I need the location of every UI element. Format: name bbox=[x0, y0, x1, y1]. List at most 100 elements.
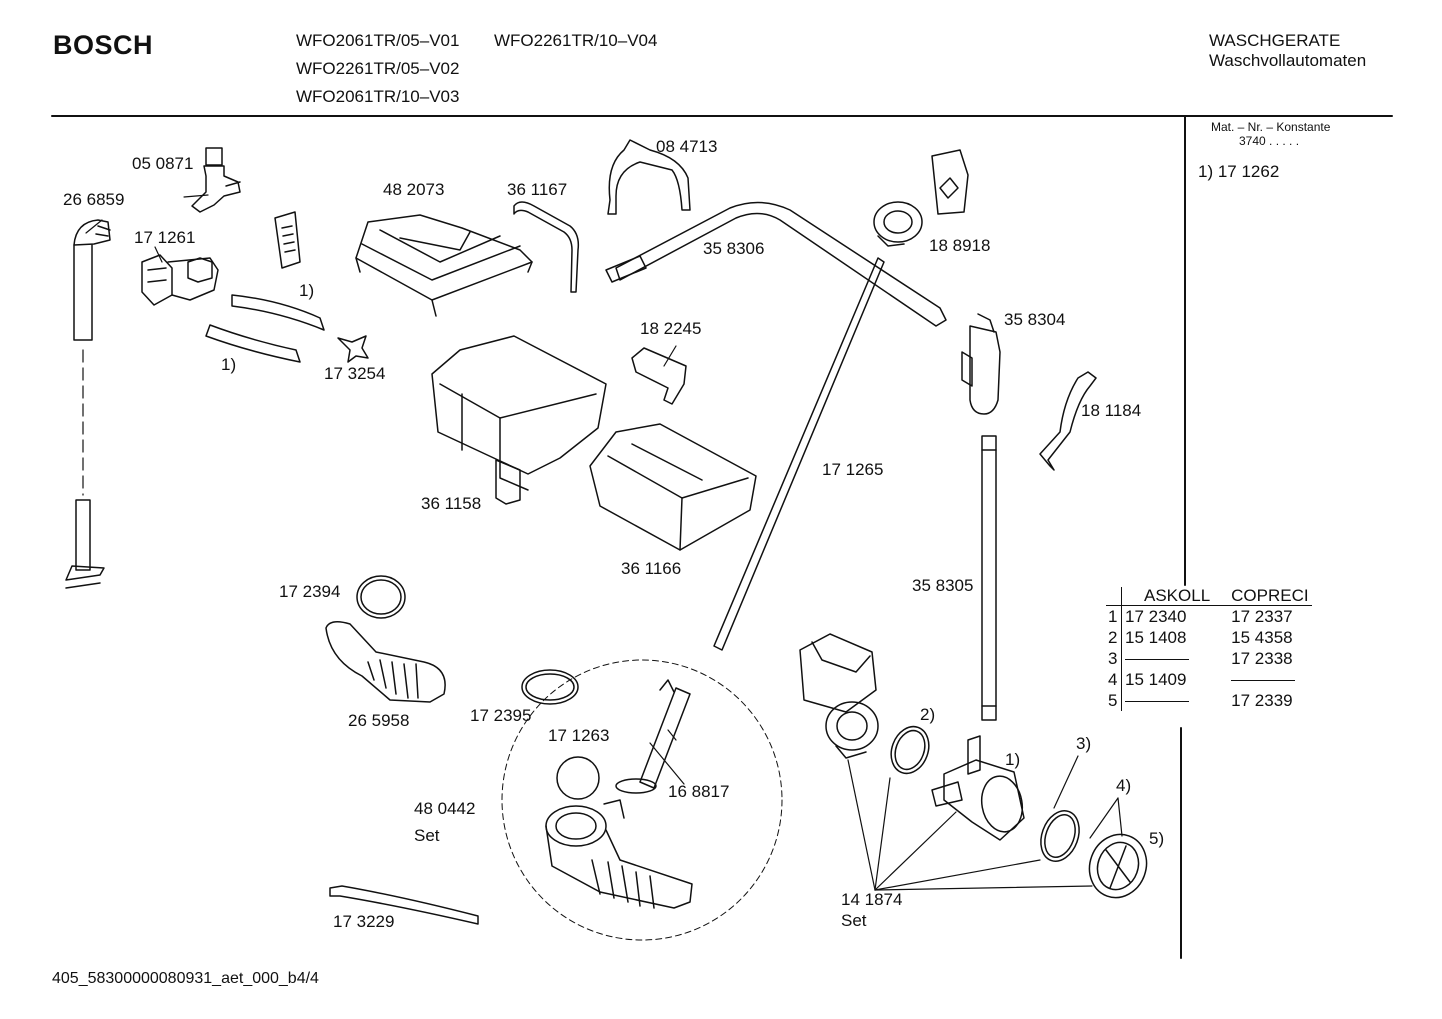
label-note-5: 5) bbox=[1149, 829, 1165, 848]
ring-172395 bbox=[521, 669, 579, 705]
label-361158: 36 1158 bbox=[421, 494, 482, 513]
table-row: 2 15 1408 15 4358 bbox=[1106, 627, 1312, 648]
lint-filter-part bbox=[1088, 833, 1148, 899]
table-header-index bbox=[1106, 587, 1122, 606]
table-cell-copreci: 17 2337 bbox=[1231, 607, 1293, 626]
table-cell-askoll-empty bbox=[1122, 648, 1214, 669]
label-361166: 36 1166 bbox=[621, 559, 682, 578]
gasket-2 bbox=[890, 725, 930, 775]
pressure-switch-part bbox=[873, 149, 969, 247]
label-182245: 18 2245 bbox=[640, 319, 702, 338]
soap-hose-part bbox=[513, 201, 580, 293]
dispenser-lid-part bbox=[355, 214, 533, 317]
label-358306: 35 8306 bbox=[703, 239, 765, 258]
label-050871: 05 0871 bbox=[132, 154, 194, 173]
label-480442: 48 0442 bbox=[414, 799, 476, 818]
set-boundary-480442 bbox=[501, 659, 783, 941]
label-266859: 26 6859 bbox=[63, 190, 125, 209]
sump-part bbox=[545, 799, 693, 909]
table-header-row: ASKOLL COPRECI bbox=[1106, 587, 1312, 606]
long-tube-part bbox=[713, 257, 885, 651]
inlet-hose-1 bbox=[231, 294, 325, 331]
drain-pump-part bbox=[799, 633, 879, 759]
category-subtitle: Waschvollautomaten bbox=[1209, 51, 1367, 70]
table-cell-copreci-empty bbox=[1213, 669, 1311, 690]
label-note-4: 4) bbox=[1116, 776, 1132, 795]
document-code: 405_58300000080931_aet_000_b4/4 bbox=[52, 970, 319, 987]
hose-173229 bbox=[329, 885, 479, 925]
table-cell-askoll: 15 1409 bbox=[1125, 670, 1187, 689]
model-number-4: WFO2061TR/10–V03 bbox=[296, 87, 460, 106]
dispenser-housing-part bbox=[431, 335, 607, 505]
label-171261: 17 1261 bbox=[134, 228, 196, 247]
brand-logo: BOSCH bbox=[53, 30, 154, 60]
clamp-part bbox=[615, 778, 657, 794]
table-header-askoll: ASKOLL bbox=[1121, 587, 1214, 606]
label-171265: 17 1265 bbox=[822, 460, 884, 479]
table-row-index: 1 bbox=[1106, 605, 1122, 627]
table-cell-copreci: 17 2338 bbox=[1231, 649, 1293, 668]
y-connector-part bbox=[191, 147, 241, 213]
sidebar-note: 1) 17 1262 bbox=[1198, 162, 1280, 181]
ball-valve-part bbox=[556, 756, 600, 800]
table-cell-askoll: 17 2340 bbox=[1125, 607, 1187, 626]
model-number-3: WFO2261TR/05–V02 bbox=[296, 59, 460, 78]
inlet-hose-2 bbox=[205, 324, 301, 363]
pressure-hose-part bbox=[615, 201, 947, 327]
label-361167: 36 1167 bbox=[507, 180, 568, 199]
y-piece-part bbox=[337, 335, 369, 363]
wire-hook-part bbox=[1039, 371, 1097, 471]
hose-bracket-part bbox=[607, 139, 691, 215]
label-note-2: 2) bbox=[920, 705, 936, 724]
label-172395: 17 2395 bbox=[470, 706, 532, 725]
bellows-hose-part bbox=[325, 621, 446, 703]
gasket-3 bbox=[1040, 810, 1080, 862]
label-note-1c: 1) bbox=[1005, 750, 1021, 769]
model-number-1: WFO2061TR/05–V01 bbox=[296, 31, 460, 50]
table-row-index: 2 bbox=[1106, 627, 1122, 648]
heater-rod-part bbox=[639, 687, 691, 789]
label-188918: 18 8918 bbox=[929, 236, 991, 255]
table-cell-copreci: 15 4358 bbox=[1231, 628, 1293, 647]
label-358304: 35 8304 bbox=[1004, 310, 1066, 329]
pump-variant-table: ASKOLL COPRECI 1 17 2340 17 2337 2 15 14… bbox=[1106, 587, 1312, 711]
ring-172394 bbox=[356, 575, 406, 619]
label-482073: 48 2073 bbox=[383, 180, 445, 199]
model-number-2: WFO2261TR/10–V04 bbox=[494, 31, 658, 50]
label-note-3: 3) bbox=[1076, 734, 1092, 753]
drain-hose-part bbox=[65, 219, 111, 589]
label-171263: 17 1263 bbox=[548, 726, 610, 745]
label-084713: 08 4713 bbox=[656, 137, 718, 156]
table-row-index: 5 bbox=[1106, 690, 1122, 711]
leader-lines bbox=[85, 194, 1123, 891]
table-row: 5 17 2339 bbox=[1106, 690, 1312, 711]
table-cell-copreci: 17 2339 bbox=[1231, 691, 1293, 710]
label-173229: 17 3229 bbox=[333, 912, 395, 931]
label-172394: 17 2394 bbox=[279, 582, 341, 601]
label-173254: 17 3254 bbox=[324, 364, 386, 383]
drain-tube-part bbox=[981, 435, 997, 721]
label-181184: 18 1184 bbox=[1081, 401, 1142, 420]
table-cell-askoll: 15 1408 bbox=[1125, 628, 1187, 647]
mat-nr-label: Mat. – Nr. – Konstante bbox=[1211, 120, 1331, 134]
label-358305: 35 8305 bbox=[912, 576, 974, 595]
detergent-drawer-part bbox=[589, 423, 757, 551]
category-title: WASCHGERATE bbox=[1209, 31, 1341, 50]
label-note-1a: 1) bbox=[299, 281, 315, 300]
label-141874: 14 1874 bbox=[841, 890, 903, 909]
label-set-2: Set bbox=[841, 911, 867, 930]
table-header-copreci: COPRECI bbox=[1213, 587, 1312, 606]
siphon-part bbox=[631, 347, 687, 405]
circuit-card-part bbox=[274, 211, 301, 269]
pump-housing-part bbox=[931, 735, 1025, 841]
inlet-valve-part bbox=[141, 254, 219, 306]
table-cell-askoll-empty bbox=[1122, 690, 1214, 711]
table-row: 4 15 1409 bbox=[1106, 669, 1312, 690]
table-row-index: 4 bbox=[1106, 669, 1122, 690]
table-row: 1 17 2340 17 2337 bbox=[1106, 605, 1312, 627]
air-trap-part bbox=[961, 313, 1001, 415]
label-265958: 26 5958 bbox=[348, 711, 410, 730]
label-168817: 16 8817 bbox=[668, 782, 730, 801]
table-row: 3 17 2338 bbox=[1106, 648, 1312, 669]
